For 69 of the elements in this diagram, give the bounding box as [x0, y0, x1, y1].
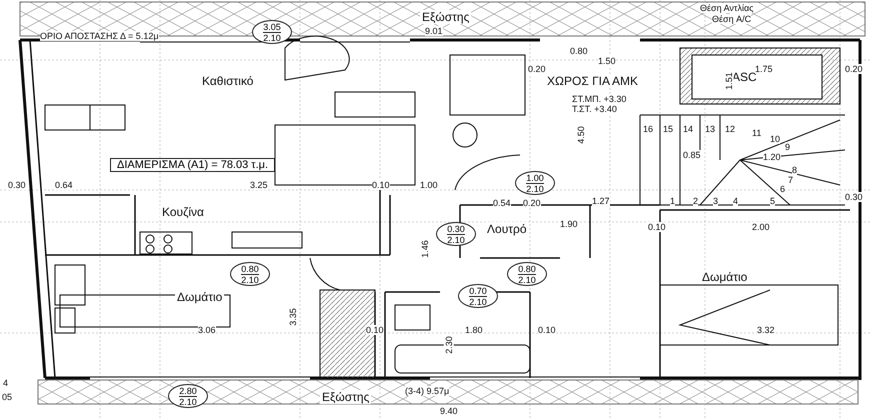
- dimension-text: 4.50: [576, 126, 586, 144]
- area-caption: ΔΙΑΜΕΡΙΣΜΑ (Α1) = 78.03 τ.μ.: [110, 158, 276, 172]
- plan-note: ΟΡΙΟ ΑΠΟΣΤΑΣΗΣ Δ = 5.12μ: [40, 31, 159, 41]
- room-name: Κουζίνα: [160, 205, 206, 219]
- plan-note: Θέση Αντλίας: [700, 3, 754, 13]
- dimension-text: 1.51: [724, 72, 734, 90]
- room-name: Εξώστης: [420, 10, 472, 24]
- dimension-text: 1.46: [420, 240, 430, 258]
- room-name: Δωμάτιο: [700, 270, 750, 284]
- dimension-text: 12: [725, 124, 736, 134]
- dimension-text: 0.10: [372, 180, 390, 190]
- dimension-text: 0.20: [528, 64, 546, 74]
- dimension-text: 9.01: [425, 26, 443, 36]
- dimension-text: 2.30: [444, 336, 454, 354]
- dimension-text: 3.25: [250, 180, 268, 190]
- dimension-text: 9.40: [440, 406, 458, 416]
- dimension-text: 0.85: [683, 150, 701, 160]
- dimension-text: 0.54: [493, 198, 511, 208]
- dimension-text: 3: [713, 196, 718, 206]
- dimension-text: 2: [693, 196, 698, 206]
- dimension-text: 8: [792, 165, 798, 175]
- door-tag: 0.80 2.10: [507, 262, 547, 286]
- dimension-text: 14: [683, 124, 694, 134]
- dimension-text: 0.30: [8, 180, 26, 190]
- dimension-text: 2.00: [752, 222, 770, 232]
- dimension-text: 0.10: [648, 222, 666, 232]
- dimension-text: 1.20: [763, 152, 781, 162]
- dimension-text: 0.80: [570, 46, 588, 56]
- dimension-text: 0.20: [523, 198, 541, 208]
- dimension-text: 16: [643, 124, 654, 134]
- dimension-text: 11: [752, 128, 762, 138]
- dimension-text: 1.90: [560, 219, 578, 229]
- room-name: ΧΩΡΟΣ ΓΙΑ ΑΜΚ: [545, 74, 640, 88]
- dimension-text: 4: [3, 378, 8, 388]
- dimension-text: 7: [788, 175, 794, 185]
- door-tag: 0.70 2.10: [458, 284, 498, 308]
- dimension-text: 0.20: [845, 64, 863, 74]
- dimension-text: 1.75: [755, 64, 773, 74]
- dimension-text: 1.50: [598, 56, 616, 66]
- dimension-text: 1: [670, 196, 676, 206]
- dimension-text: 0.30: [845, 192, 863, 202]
- dimension-text: 0.64: [55, 180, 73, 190]
- plan-note: Τ.ΣΤ. +3.40: [572, 104, 617, 114]
- dimension-text: 13: [705, 124, 716, 134]
- dimension-text: 1.80: [465, 325, 483, 335]
- dimension-text: 1.00: [420, 180, 438, 190]
- dimension-text: 3.35: [288, 308, 298, 326]
- dimension-text: 10: [770, 134, 780, 144]
- door-tag: 0.30 2.10: [436, 222, 476, 246]
- dimension-text: 05: [2, 392, 12, 402]
- dimension-text: 4: [733, 196, 738, 206]
- room-name: Δωμάτιο: [175, 290, 224, 304]
- dimension-text: 0.10: [366, 325, 384, 335]
- room-name: Καθιστικό: [200, 74, 256, 88]
- dimension-text: 15: [663, 124, 674, 134]
- room-name: Εξώστης: [320, 390, 372, 404]
- plan-note: Θέση A/C: [712, 14, 752, 24]
- dimension-text: 6: [780, 184, 786, 194]
- dimension-text: 1.27: [592, 196, 610, 206]
- plan-note: (3-4) 9.57μ: [405, 386, 450, 396]
- dimension-text: 3.32: [757, 325, 775, 335]
- plan-note: ΣΤ.ΜΠ. +3.30: [572, 94, 626, 104]
- dimension-text: 5: [770, 196, 776, 206]
- door-tag: 0.80 2.10: [230, 262, 270, 286]
- room-name: Λουτρό: [485, 222, 528, 236]
- dimension-text: 3.06: [198, 325, 216, 335]
- door-tag: 1.00 2.10: [515, 171, 555, 195]
- dimension-text: 0.10: [538, 325, 556, 335]
- dimension-text: 9: [785, 142, 790, 152]
